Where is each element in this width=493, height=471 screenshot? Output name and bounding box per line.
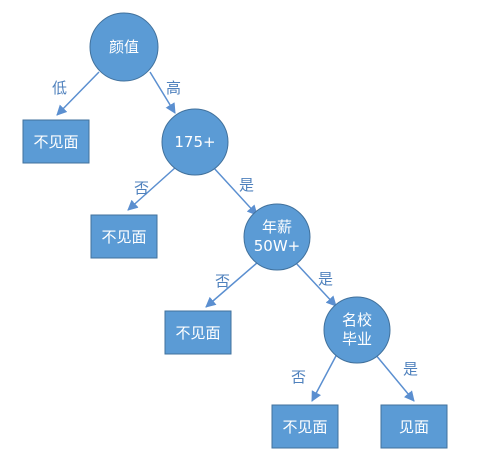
outcome-node-3: 不见面	[164, 310, 232, 355]
decision-node-salary-label-line2: 50W+	[254, 237, 301, 255]
decision-node-school: 名校 毕业	[323, 296, 391, 364]
edge-height-to-salary	[212, 166, 258, 216]
branch-label-school-yes: 是	[403, 360, 418, 378]
branch-label-salary-no: 否	[215, 272, 230, 290]
outcome-node-4: 不见面	[271, 404, 339, 449]
outcome-node-4-label: 不见面	[282, 418, 327, 436]
branch-label-school-no: 否	[291, 368, 306, 386]
outcome-node-5-box	[380, 404, 448, 449]
outcome-node-2-box	[90, 214, 158, 259]
decision-node-school-circle	[323, 296, 391, 364]
edge-root-to-height	[149, 71, 176, 114]
edge-school-to-no-meet	[311, 353, 338, 402]
decision-node-appearance-circle	[89, 12, 159, 82]
outcome-node-2: 不见面	[90, 214, 158, 259]
edge-height-to-no-meet	[127, 166, 177, 211]
outcome-node-5-label: 见面	[399, 418, 429, 436]
edge-root-to-no-meet	[56, 71, 100, 116]
edges	[56, 71, 415, 402]
decision-node-height-circle	[161, 108, 229, 176]
outcome-node-2-label: 不见面	[101, 228, 146, 246]
branch-label-height-yes: 是	[239, 176, 254, 194]
outcome-node-3-box	[164, 310, 232, 355]
decision-node-salary-circle	[243, 203, 311, 271]
outcome-node-1-label: 不见面	[33, 133, 78, 151]
decision-node-height: 175+	[161, 108, 229, 176]
outcome-node-4-box	[271, 404, 339, 449]
branch-label-high: 高	[166, 79, 181, 97]
branch-labels: 低 高 否 是 否 是 否 是	[52, 79, 418, 386]
decision-node-appearance-label: 颜值	[109, 38, 139, 56]
branch-label-height-no: 否	[134, 179, 149, 197]
decision-node-school-label-line2: 毕业	[342, 330, 372, 348]
branch-label-salary-yes: 是	[318, 270, 333, 288]
decision-node-school-label-line1: 名校	[342, 311, 372, 329]
branch-label-low: 低	[52, 79, 67, 97]
decision-node-appearance: 颜值	[89, 12, 159, 82]
decision-node-height-label: 175+	[174, 133, 215, 151]
decision-node-salary: 年薪 50W+	[243, 203, 311, 271]
outcome-node-1: 不见面	[22, 119, 90, 164]
outcome-node-1-box	[22, 119, 90, 164]
outcome-node-5: 见面	[380, 404, 448, 449]
edge-salary-to-school	[294, 261, 337, 307]
decision-node-salary-label-line1: 年薪	[262, 218, 292, 236]
outcome-node-3-label: 不见面	[175, 324, 220, 342]
edge-school-to-meet	[374, 353, 415, 402]
edge-salary-to-no-meet	[205, 261, 259, 308]
